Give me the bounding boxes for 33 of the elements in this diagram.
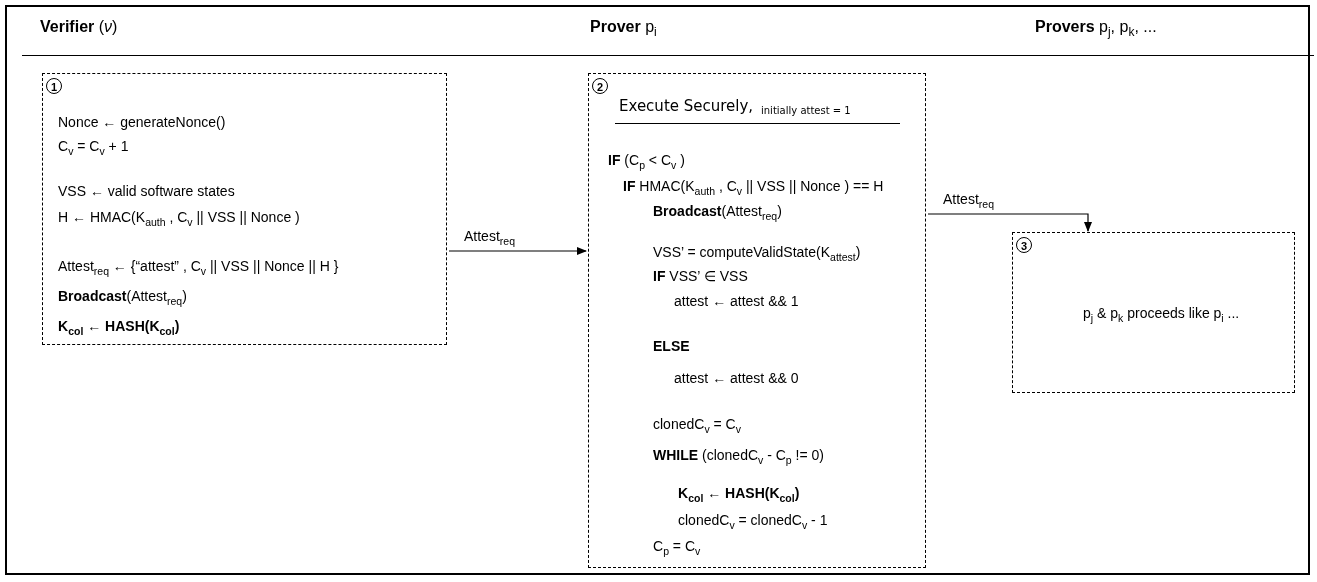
- code-line: Broadcast(Attest$_{req}$): [58, 288, 187, 309]
- column-header: Verifier (ν): [40, 18, 118, 36]
- code-line: attest ← attest && 1: [674, 293, 799, 310]
- section-heading: initially attest = 1: [761, 104, 851, 118]
- code-line: Attest$_{req}$ ← {“attest” , C$_{v}$ || VSS || Nonce || H }: [58, 258, 339, 279]
- code-line: IF VSS’ ∈ VSS: [653, 268, 748, 285]
- arrow: [927, 213, 1092, 232]
- code-line: VSS’ = computeValidState(K$_{attest}$): [653, 244, 861, 265]
- code-line: attest ← attest && 0: [674, 370, 799, 387]
- edge-label: Attest$_{req}$: [942, 191, 995, 210]
- code-line: Broadcast(Attest$_{req}$): [653, 203, 782, 224]
- code-line: ELSE: [653, 338, 690, 355]
- arrow: [448, 247, 587, 255]
- code-line: VSS ← valid software states: [58, 183, 235, 200]
- code-line: IF HMAC(K$_{auth}$ , C$_{v}$ || VSS || Nonce ) == H: [623, 178, 884, 199]
- code-line: clonedC$_{v}$ = C$_{v}$: [653, 416, 741, 437]
- step-box: [42, 73, 447, 345]
- code-line: K$_{col}$ ← HASH(K$_{col}$): [58, 318, 180, 339]
- code-line: H ← HMAC(K$_{auth}$ , C$_{v}$ || VSS || Nonce ): [58, 209, 300, 230]
- section-heading: Execute Securely,: [619, 98, 754, 115]
- code-line: clonedC$_{v}$ = clonedC$_{v}$ - 1: [678, 512, 828, 533]
- code-line: C$_{p}$ = C$_{v}$: [653, 538, 701, 559]
- column-header: Prover p$_{i}$: [590, 18, 657, 40]
- code-line: WHILE (clonedC$_{v}$ - C$_{p}$ != 0): [653, 447, 824, 468]
- code-line: Nonce ← generateNonce(): [58, 114, 226, 131]
- column-header: Provers p$_{j}$, p$_{k}$, ...: [1035, 18, 1157, 40]
- step-box: [1012, 232, 1295, 393]
- code-line: K$_{col}$ ← HASH(K$_{col}$): [678, 485, 800, 506]
- step-box: [588, 73, 926, 568]
- code-line: C$_{v}$ = C$_{v}$ + 1: [58, 138, 129, 159]
- edge-label: Attest$_{req}$: [463, 228, 516, 247]
- code-line: IF (C$_{p}$ < C$_{v}$ ): [608, 152, 685, 173]
- code-line: p$_{j}$ & p$_{k}$ proceeds like p$_{i}$ ...: [1083, 305, 1240, 326]
